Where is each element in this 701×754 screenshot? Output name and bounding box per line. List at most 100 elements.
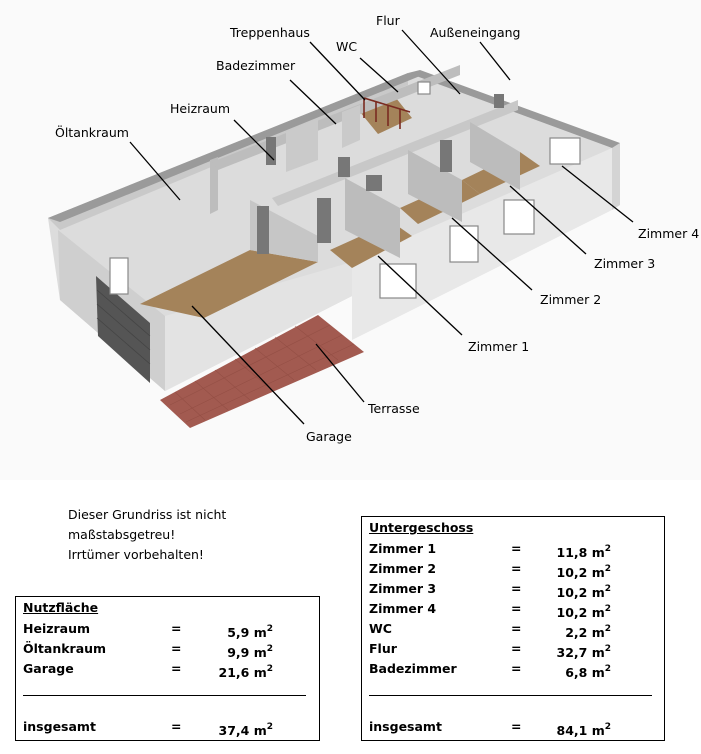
divider	[369, 695, 652, 696]
terrace-floor	[160, 315, 364, 428]
doors	[257, 94, 504, 254]
total-label: insgesamt	[369, 719, 442, 734]
table-row: Heizraum = 5,9 m2	[23, 619, 313, 640]
wall-bath	[286, 118, 318, 172]
row-label: Garage	[23, 661, 74, 676]
label-garage: Garage	[306, 429, 352, 444]
row-eq: =	[171, 661, 182, 676]
table-row: Flur = 32,7 m2	[369, 639, 659, 660]
note-line-2: maßstabsgetreu!	[68, 527, 176, 542]
garage-door-lines	[96, 289, 151, 365]
wall-room1-2	[345, 178, 400, 258]
window-room3	[503, 199, 535, 235]
table-row: Zimmer 2 = 10,2 m2	[369, 559, 659, 580]
row-value: 10,2 m2	[556, 584, 611, 600]
garage-door	[96, 276, 150, 383]
row-value: 32,7 m2	[556, 644, 611, 660]
row-eq: =	[511, 621, 522, 636]
door-bath	[338, 157, 350, 177]
table-row: WC = 2,2 m2	[369, 619, 659, 640]
untergeschoss-table: Untergeschoss Zimmer 1 = 11,8 m2 Zimmer …	[361, 516, 665, 741]
wall-oel-heiz	[210, 157, 218, 214]
label-bad: Badezimmer	[216, 58, 296, 73]
right-end-wall	[612, 143, 620, 210]
row-eq: =	[511, 641, 522, 656]
window-garage	[109, 257, 129, 295]
row-eq: =	[511, 561, 522, 576]
callout-lines	[129, 29, 634, 425]
label-z2: Zimmer 2	[540, 292, 601, 307]
door-heizraum	[266, 137, 276, 165]
wall-room3-4	[470, 122, 520, 190]
table-row: Zimmer 3 = 10,2 m2	[369, 579, 659, 600]
window-room2	[449, 225, 479, 263]
table-row: Zimmer 1 = 11,8 m2	[369, 539, 659, 560]
back-wall-top	[48, 73, 420, 222]
total-label: insgesamt	[23, 719, 96, 734]
table-row: Garage = 21,6 m2	[23, 659, 313, 680]
door-room3	[440, 140, 452, 172]
row-eq: =	[171, 641, 182, 656]
door-room1	[317, 198, 331, 243]
label-oel: Öltankraum	[55, 124, 129, 140]
total-row: insgesamt = 84,1 m2	[369, 717, 659, 738]
total-value: 37,4 m2	[218, 722, 273, 738]
nutzflaeche-table: Nutzfläche Heizraum = 5,9 m2 Öltankraum …	[15, 596, 320, 741]
row-label: Heizraum	[23, 621, 91, 636]
label-heiz: Heizraum	[170, 101, 230, 116]
row-value: 10,2 m2	[556, 564, 611, 580]
windows	[109, 81, 581, 299]
row-label: Zimmer 3	[369, 581, 437, 596]
staircase-rail	[363, 97, 411, 129]
row-eq: =	[511, 601, 522, 616]
row-value: 6,8 m2	[565, 664, 611, 680]
note-line-3: Irrtümer vorbehalten!	[68, 547, 204, 562]
row-eq: =	[171, 621, 182, 636]
door-garage	[257, 206, 269, 254]
row-label: Badezimmer	[369, 661, 457, 676]
window-room4	[549, 137, 581, 165]
total-eq: =	[171, 719, 182, 734]
table-row: Öltankraum = 9,9 m2	[23, 639, 313, 660]
row-value: 21,6 m2	[218, 664, 273, 680]
door-flur	[494, 94, 504, 108]
disclaimer-note: Dieser Grundriss ist nicht maßstabsgetre…	[68, 505, 226, 565]
row-eq: =	[511, 661, 522, 676]
row-value: 9,9 m2	[227, 644, 273, 660]
divider	[23, 695, 306, 696]
label-z1: Zimmer 1	[468, 339, 529, 354]
wall-corridor-long-2	[272, 100, 518, 206]
row-value: 2,2 m2	[565, 624, 611, 640]
row-label: Zimmer 4	[369, 601, 437, 616]
label-z3: Zimmer 3	[594, 256, 655, 271]
nutzflaeche-title: Nutzfläche	[23, 600, 99, 615]
wall-wc	[342, 105, 360, 148]
note-line-1: Dieser Grundriss ist nicht	[68, 507, 227, 522]
untergeschoss-title: Untergeschoss	[369, 520, 474, 535]
front-long-wall	[165, 262, 352, 391]
row-label: WC	[369, 621, 392, 636]
floor-plan-3d: Treppenhaus Flur Außeneingang WC Badezim…	[48, 13, 700, 444]
total-value: 84,1 m2	[556, 722, 611, 738]
row-value: 11,8 m2	[556, 544, 611, 560]
door-wc	[366, 175, 382, 191]
row-label: Zimmer 1	[369, 541, 437, 556]
row-label: Zimmer 2	[369, 561, 437, 576]
label-wc: WC	[336, 39, 357, 54]
label-treppenhaus: Treppenhaus	[229, 25, 310, 40]
label-z4: Zimmer 4	[638, 226, 699, 241]
table-row: Badezimmer = 6,8 m2	[369, 659, 659, 680]
row-eq: =	[511, 581, 522, 596]
window-room1	[379, 263, 417, 299]
window-back	[417, 81, 431, 95]
label-aussen: Außeneingang	[430, 25, 521, 40]
row-label: Öltankraum	[23, 641, 107, 656]
row-label: Flur	[369, 641, 397, 656]
garage-floor	[140, 250, 318, 318]
wall-room2-3	[408, 150, 462, 222]
total-row: insgesamt = 37,4 m2	[23, 717, 313, 738]
row-value: 5,9 m2	[227, 624, 273, 640]
label-terrasse: Terrasse	[367, 401, 420, 416]
label-flur: Flur	[376, 13, 401, 28]
row-eq: =	[511, 541, 522, 556]
